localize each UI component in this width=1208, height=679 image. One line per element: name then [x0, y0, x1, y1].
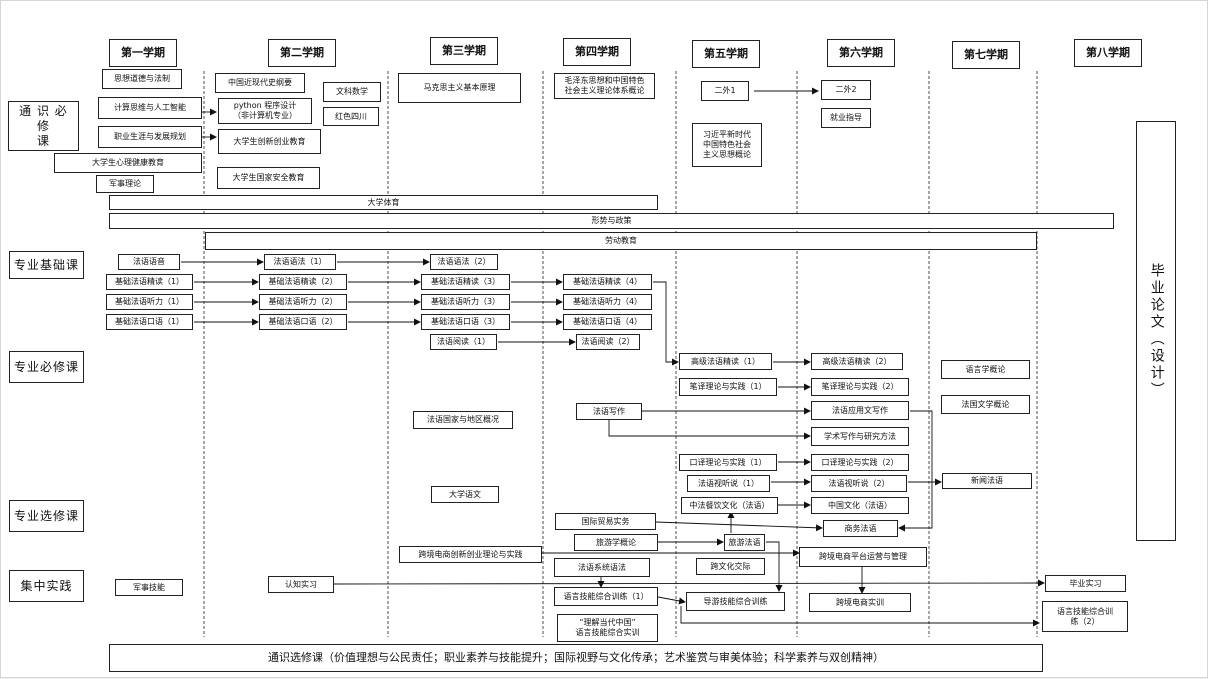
- course-ky-li-1: 口译理论与实践（1）: [679, 454, 777, 471]
- semester-3-header: 第三学期: [430, 37, 498, 65]
- course-kwh: 跨文化交际: [696, 558, 765, 575]
- course-tl-1: 基础法语听力（1）: [106, 294, 193, 310]
- course-maoyi: 国际贸易实务: [555, 513, 656, 530]
- semester-5-header: 第五学期: [692, 40, 760, 68]
- course-erwai-2: 二外2: [821, 80, 871, 100]
- course-zhiye: 职业生涯与发展规划: [98, 126, 202, 148]
- course-jc-4: 基础法语精读（4）: [563, 274, 652, 290]
- course-st-1: 法语视听说（1）: [687, 475, 770, 492]
- semester-6-header: 第六学期: [827, 39, 895, 67]
- category-foundation: 专业基础课: [9, 251, 84, 279]
- course-renzhi: 认知实习: [268, 576, 334, 593]
- course-fy-yufa-2: 法语语法（2）: [430, 254, 498, 270]
- course-erwai-1: 二外1: [701, 81, 749, 101]
- course-biye-shixi: 毕业实习: [1045, 575, 1126, 592]
- course-tl-3: 基础法语听力（3）: [421, 294, 510, 310]
- course-jc-2: 基础法语精读（2）: [259, 274, 347, 290]
- course-shangwu: 商务法语: [823, 520, 898, 537]
- semester-4-header: 第四学期: [563, 38, 631, 66]
- course-wenxue: 法国文学概论: [941, 395, 1030, 414]
- course-ky-li-2: 口译理论与实践（2）: [811, 454, 909, 471]
- course-junshi-lilun: 军事理论: [96, 175, 154, 193]
- course-xitong-yufa: 法语系统语法: [554, 558, 650, 577]
- course-tl-2: 基础法语听力（2）: [259, 294, 347, 310]
- course-zonghe-2: 语言技能综合训 练（2）: [1042, 601, 1128, 632]
- course-jindaishi: 中国近现代史纲要: [215, 73, 305, 93]
- course-zgwh: 中国文化（法语）: [811, 497, 909, 514]
- category-elective: 专业选修课: [9, 500, 84, 532]
- course-yingyong: 法语应用文写作: [811, 401, 909, 420]
- course-guoqing: 法语国家与地区概况: [413, 411, 513, 429]
- semester-7-header: 第七学期: [952, 41, 1020, 69]
- course-zonghe-1: 语言技能综合训练（1）: [554, 587, 658, 606]
- course-kjds-sx: 跨境电商实训: [809, 593, 911, 612]
- course-xinli: 大学生心理健康教育: [54, 153, 202, 173]
- course-ky-4: 基础法语口语（4）: [563, 314, 652, 330]
- semester-1-header: 第一学期: [109, 39, 177, 67]
- course-yuyanxue: 语言学概论: [941, 360, 1030, 379]
- course-ky-2: 基础法语口语（2）: [259, 314, 347, 330]
- bar-pe: 大学体育: [109, 195, 658, 210]
- bar-labor: 劳动教育: [205, 232, 1037, 250]
- category-practice: 集中实践: [9, 570, 84, 602]
- course-junshi-jineng: 军事技能: [115, 579, 183, 596]
- semester-8-header: 第八学期: [1074, 39, 1142, 67]
- course-by-1: 笔译理论与实践（1）: [679, 378, 777, 396]
- course-yuwen: 大学语文: [431, 486, 499, 503]
- course-kjds-pt: 跨境电商平台运营与管理: [799, 547, 927, 567]
- course-fy-yufa-1: 法语语法（1）: [264, 254, 336, 270]
- course-kjds-cx: 跨境电商创新创业理论与实践: [399, 546, 542, 563]
- course-xiezuo: 法语写作: [576, 403, 642, 420]
- course-st-2: 法语视听说（2）: [811, 475, 907, 492]
- course-by-2: 笔译理论与实践（2）: [811, 378, 909, 396]
- course-xi: 习近平新时代 中国特色社会 主义思想概论: [692, 123, 762, 167]
- thesis-box: 毕业论文（设计）: [1136, 121, 1176, 541]
- course-gj-2: 高级法语精读（2）: [811, 353, 903, 370]
- course-python: python 程序设计 （非计算机专业）: [218, 98, 312, 124]
- course-jc-1: 基础法语精读（1）: [106, 274, 193, 290]
- prerequisite-arrows: [181, 87, 1045, 627]
- course-jc-3: 基础法语精读（3）: [421, 274, 510, 290]
- course-yd-2: 法语阅读（2）: [576, 334, 640, 350]
- course-hongse: 红色四川: [323, 107, 379, 126]
- semester-dividers: [203, 71, 1038, 637]
- course-sixiang: 思想道德与法制: [102, 69, 182, 89]
- course-anquan: 大学生国家安全教育: [217, 167, 320, 189]
- course-chuangxin: 大学生创新创业教育: [218, 129, 321, 154]
- general-elective-bar: 通识选修课（价值理想与公民责任；职业素养与技能提升；国际视野与文化传承；艺术鉴赏…: [109, 644, 1043, 672]
- course-makesi: 马克思主义基本原理: [398, 73, 521, 103]
- course-dangdai: “理解当代中国” 语言技能综合实训: [557, 614, 658, 642]
- semester-2-header: 第二学期: [268, 39, 336, 67]
- course-jisuanji: 计算思维与人工智能: [98, 97, 202, 119]
- course-ky-1: 基础法语口语（1）: [106, 314, 193, 330]
- course-fy-yuyin: 法语语音: [118, 254, 180, 270]
- course-xinwen: 新闻法语: [942, 473, 1032, 489]
- course-ky-3: 基础法语口语（3）: [421, 314, 510, 330]
- course-tl-4: 基础法语听力（4）: [563, 294, 652, 310]
- course-lvyou-gailun: 旅游学概论: [574, 534, 658, 551]
- bar-policy: 形势与政策: [109, 213, 1114, 229]
- course-xueshu: 学术写作与研究方法: [811, 427, 909, 446]
- course-lvyou-fy: 旅游法语: [724, 534, 765, 551]
- course-gj-1: 高级法语精读（1）: [679, 353, 772, 370]
- course-jiuye: 就业指导: [821, 108, 871, 128]
- category-core: 专业必修课: [9, 351, 84, 383]
- course-daoyou: 导游技能综合训练: [686, 592, 785, 611]
- course-maozedong: 毛泽东思想和中国特色 社会主义理论体系概论: [554, 73, 655, 99]
- course-canyin: 中法餐饮文化（法语）: [681, 497, 778, 514]
- course-wenke-shuxue: 文科数学: [323, 82, 381, 102]
- category-general-required: 通 识 必 修 课: [8, 101, 79, 151]
- course-yd-1: 法语阅读（1）: [430, 334, 497, 350]
